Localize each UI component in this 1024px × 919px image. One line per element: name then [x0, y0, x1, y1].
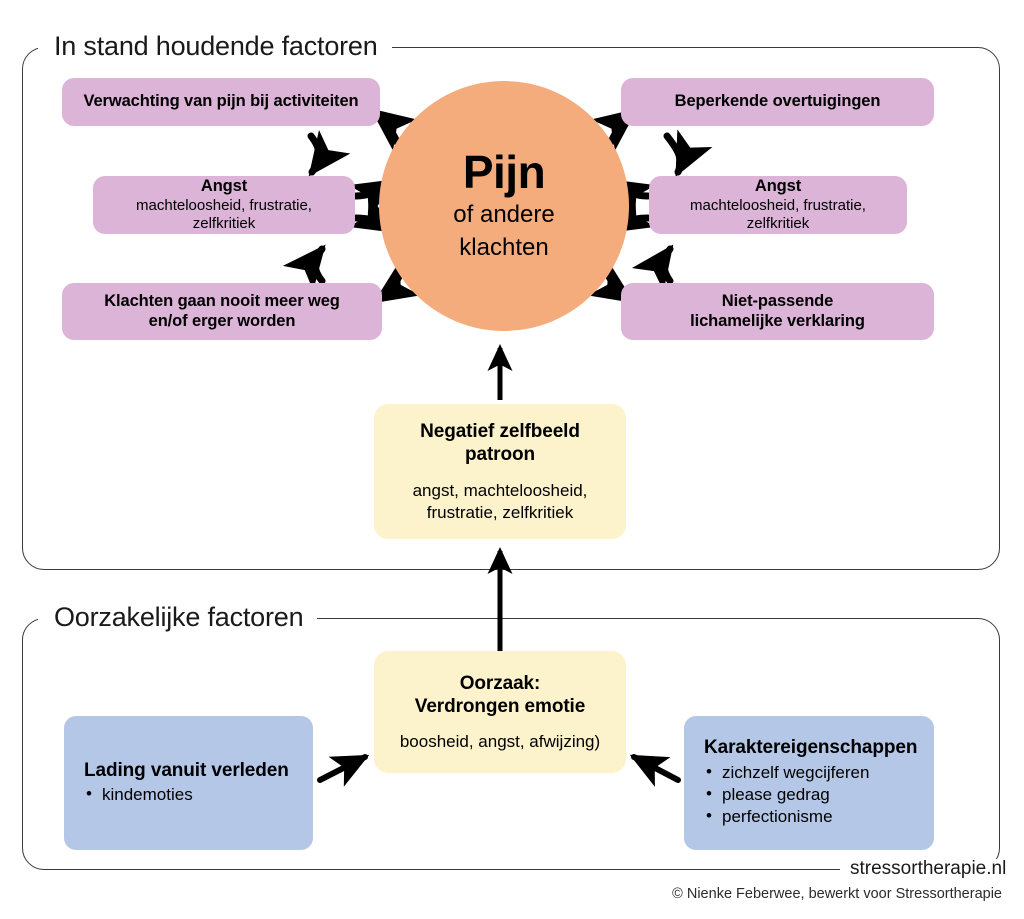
- node-nietpassende-title-line2: lichamelijke verklaring: [690, 311, 865, 330]
- node-negatief-title-line1: Negatief zelfbeeld: [420, 421, 580, 443]
- node-angst-left-title: Angst: [200, 176, 248, 195]
- node-oorzaak-title-line2: Verdrongen emotie: [414, 695, 586, 717]
- node-lading-bullet-list: kindemoties: [84, 783, 193, 806]
- list-item: kindemoties: [84, 783, 193, 806]
- node-oorzaak-subtitle: boosheid, angst, afwijzing): [399, 731, 601, 751]
- node-niet-passende-verklaring: Niet-passende lichamelijke verklaring: [621, 283, 934, 340]
- node-verwachting-van-pijn: Verwachting van pijn bij activiteiten: [62, 78, 380, 126]
- footer-website: stressortherapie.nl: [840, 859, 1017, 878]
- central-node-pain: Pijn of andere klachten: [379, 81, 629, 331]
- node-angst-right: Angst machteloosheid, frustratie, zelfkr…: [649, 176, 907, 234]
- node-angst-right-title: Angst: [754, 176, 802, 195]
- node-negatief-zelfbeeld-patroon: Negatief zelfbeeld patroon angst, machte…: [374, 404, 626, 539]
- node-angst-right-subtitle: machteloosheid, frustratie, zelfkritiek: [690, 197, 866, 233]
- node-negatief-title-line2: patroon: [464, 444, 535, 466]
- central-node-subtitle-line2: klachten: [459, 234, 549, 262]
- frame-bottom-label: Oorzakelijke factoren: [38, 604, 318, 631]
- node-angst-left: Angst machteloosheid, frustratie, zelfkr…: [93, 176, 355, 234]
- node-klachten-gaan-nooit-weg: Klachten gaan nooit meer weg en/of erger…: [62, 283, 382, 340]
- node-klachten-title-line1: Klachten gaan nooit meer weg: [104, 292, 340, 311]
- node-karakter-bullet-list: zichzelf wegcijferen please gedrag perfe…: [704, 761, 869, 829]
- list-item: perfectionisme: [704, 805, 869, 828]
- node-nietpassende-title-line1: Niet-passende: [721, 292, 834, 311]
- frame-causal-factors: [22, 618, 1000, 870]
- node-negatief-subtitle-line1: angst, machteloosheid,: [412, 481, 588, 501]
- central-node-title: Pijn: [462, 146, 546, 199]
- node-negatief-subtitle-line2: frustratie, zelfkritiek: [426, 502, 574, 522]
- node-oorzaak-title-line1: Oorzaak:: [459, 672, 541, 694]
- central-node-subtitle-line1: of andere: [453, 201, 555, 229]
- list-item: zichzelf wegcijferen: [704, 761, 869, 784]
- node-beperkende-title: Beperkende overtuigingen: [674, 92, 881, 111]
- node-karaktereigenschappen: Karaktereigenschappen zichzelf wegcijfer…: [684, 716, 934, 850]
- footer-credit: © Nienke Feberwee, bewerkt voor Stressor…: [672, 886, 1002, 902]
- node-lading-title: Lading vanuit verleden: [84, 759, 289, 781]
- node-angst-left-subtitle: machteloosheid, frustratie, zelfkritiek: [136, 197, 312, 233]
- node-klachten-title-line2: en/of erger worden: [148, 311, 296, 330]
- node-oorzaak-verdrongen-emotie: Oorzaak: Verdrongen emotie boosheid, ang…: [374, 651, 626, 773]
- node-lading-vanuit-verleden: Lading vanuit verleden kindemoties: [64, 716, 313, 850]
- frame-top-label: In stand houdende factoren: [38, 33, 392, 60]
- node-karakter-title: Karaktereigenschappen: [704, 737, 918, 759]
- node-verwachting-title: Verwachting van pijn bij activiteiten: [83, 92, 359, 111]
- node-beperkende-overtuigingen: Beperkende overtuigingen: [621, 78, 934, 126]
- list-item: please gedrag: [704, 783, 869, 806]
